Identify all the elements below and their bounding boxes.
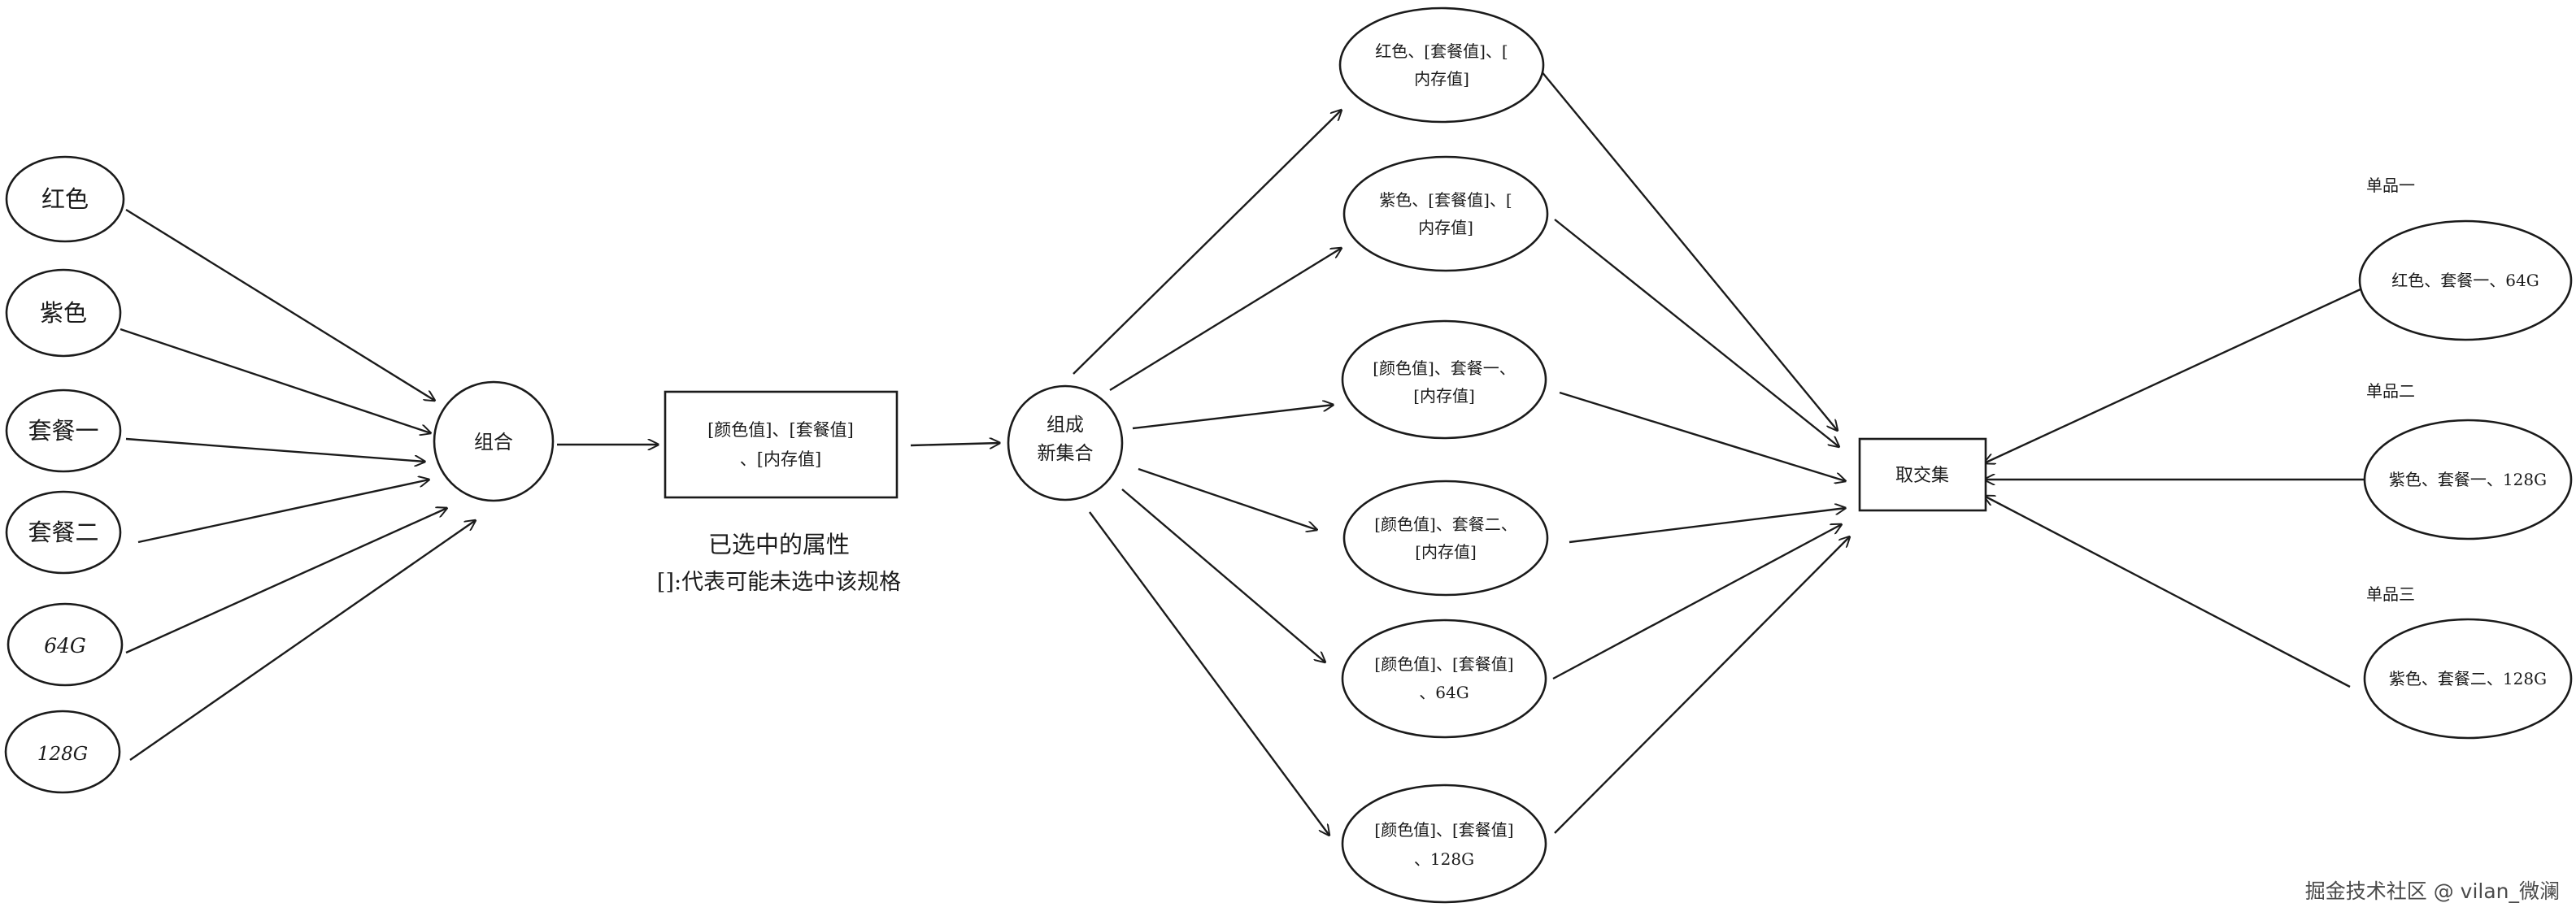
- product-value: 紫色、套餐二、128G: [2389, 669, 2547, 688]
- product-title-2: 单品二: [2366, 381, 2415, 401]
- new-set-node: 组成 新集合: [1007, 384, 1124, 501]
- caption-title: 已选中的属性: [708, 531, 850, 558]
- subset-node-1: 红色、[套餐值]、[ 内存值]: [1338, 7, 1545, 124]
- subset-label-line-1: [颜色值]、套餐二、: [1374, 514, 1517, 534]
- subset-label-line-1: 红色、[套餐值]、[: [1375, 41, 1508, 61]
- attribute-label: 64G: [44, 634, 86, 658]
- subset-node-3: [颜色值]、套餐一、 [内存值]: [1341, 319, 1547, 440]
- subset-label-line-2: [内存值]: [1413, 386, 1475, 406]
- attribute-node-128g: 128G: [4, 710, 121, 794]
- subset-node-2: 紫色、[套餐值]、[ 内存值]: [1342, 155, 1549, 272]
- attribute-label: 红色: [41, 185, 89, 213]
- edge-plan2-combine: [137, 480, 429, 544]
- intersection-box: 取交集: [1858, 437, 1987, 512]
- edge-128g-combine: [129, 520, 476, 761]
- product-value: 紫色、套餐一、128G: [2389, 470, 2547, 489]
- edge-newset-subset-4: [1138, 467, 1317, 530]
- selected-box-line-1: [颜色值]、[套餐值]: [707, 420, 854, 440]
- edge-product-1-intersection: [1984, 287, 2363, 463]
- subset-node-6: [颜色值]、[套餐值] 、128G: [1341, 784, 1547, 904]
- edge-newset-subset-5: [1121, 488, 1325, 662]
- edge-subset-1-intersection: [1540, 70, 1838, 431]
- attribute-node-plan-2: 套餐二: [5, 490, 122, 575]
- edge-subset-2-intersection: [1554, 219, 1839, 447]
- caption-note: []:代表可能未选中该规格: [657, 570, 901, 595]
- subset-node-5: [颜色值]、[套餐值] 、64G: [1341, 619, 1547, 739]
- edge-newset-subset-2: [1109, 248, 1342, 392]
- edge-subset-6-intersection: [1554, 536, 1850, 834]
- attribute-node-64g: 64G: [7, 602, 124, 687]
- combine-node: 组合: [433, 380, 555, 502]
- new-set-label-2: 新集合: [1038, 443, 1094, 464]
- attribute-node-plan-1: 套餐一: [5, 389, 122, 473]
- subset-label-line-2: [内存值]: [1415, 542, 1477, 562]
- attribute-label: 套餐一: [28, 417, 98, 445]
- edge-product-3-intersection: [1984, 496, 2351, 688]
- attribute-node-purple: 紫色: [5, 268, 122, 358]
- edge-plan1-combine: [125, 437, 425, 462]
- subset-label-line-1: 紫色、[套餐值]、[: [1379, 190, 1512, 210]
- subset-label-line-1: [颜色值]、套餐一、: [1373, 358, 1516, 378]
- combine-label: 组合: [474, 431, 513, 454]
- edge-newset-subset-1: [1073, 110, 1342, 375]
- product-title-1: 单品一: [2366, 176, 2415, 195]
- edge-box-newset: [910, 443, 1000, 445]
- edge-subset-3-intersection: [1559, 391, 1846, 481]
- edge-64g-combine: [125, 508, 447, 654]
- attribute-label: 套餐二: [28, 519, 98, 546]
- edge-subset-4-intersection: [1569, 508, 1846, 544]
- edge-newset-subset-6: [1089, 511, 1329, 836]
- attribute-label: 128G: [37, 744, 88, 765]
- edge-newset-subset-3: [1132, 405, 1334, 430]
- subset-label-line-2: 、128G: [1414, 849, 1474, 869]
- product-node-2: 紫色、套餐一、128G: [2363, 419, 2573, 540]
- selected-box-line-2: 、[内存值]: [740, 449, 821, 469]
- edge-purple-combine: [120, 328, 431, 433]
- new-set-label-1: 组成: [1046, 415, 1084, 436]
- intersection-label: 取交集: [1895, 466, 1949, 486]
- edge-subset-5-intersection: [1552, 524, 1842, 680]
- attribute-label: 紫色: [40, 299, 87, 327]
- subset-label-line-2: 内存值]: [1414, 69, 1469, 89]
- subset-label-line-1: [颜色值]、[套餐值]: [1374, 654, 1513, 674]
- product-node-3: 紫色、套餐二、128G: [2363, 618, 2573, 740]
- subset-node-4: [颜色值]、套餐二、 [内存值]: [1342, 480, 1549, 597]
- subset-label-line-2: 内存值]: [1418, 218, 1473, 237]
- watermark: 掘金技术社区 @ vilan_微澜: [2304, 879, 2560, 903]
- product-value: 红色、套餐一、64G: [2391, 271, 2539, 290]
- product-title-3: 单品三: [2366, 584, 2415, 604]
- product-node-1: 红色、套餐一、64G: [2358, 219, 2573, 341]
- subset-label-line-2: 、64G: [1419, 683, 1469, 702]
- subset-label-line-1: [颜色值]、[套餐值]: [1374, 820, 1513, 840]
- edge-red-combine: [125, 208, 435, 401]
- selected-attributes-box: [颜色值]、[套餐值] 、[内存值]: [664, 390, 899, 499]
- attribute-node-red: 红色: [5, 155, 125, 243]
